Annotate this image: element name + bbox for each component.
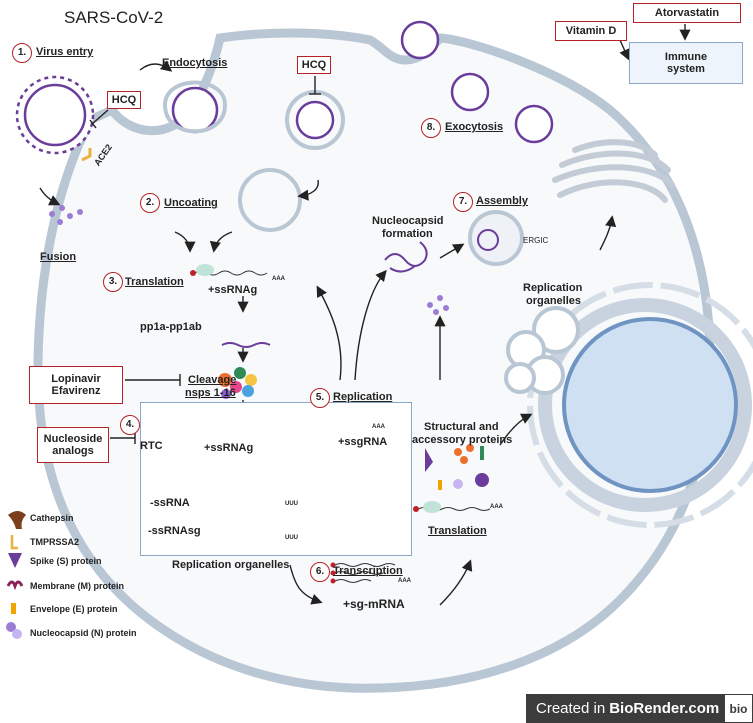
- step-5-badge: 5.: [310, 388, 330, 408]
- ssgrna-label: +ssgRNA: [338, 436, 388, 448]
- ergic-vesicle: [468, 210, 524, 266]
- step-7-label: Assembly: [476, 195, 528, 207]
- legend-membrane-protein: Membrane (M) protein: [30, 581, 125, 591]
- step-4-badge: 4.: [120, 415, 140, 435]
- ergic-label: ERGIC: [523, 236, 549, 245]
- cleaved-nsps-cluster: [218, 367, 257, 399]
- analogs-label: analogs: [52, 445, 94, 457]
- pp1a-label: pp1a-pp1ab: [140, 321, 202, 333]
- biorender-logo-icon: bio: [724, 694, 753, 723]
- structural-proteins: [425, 444, 489, 490]
- legend-nucleocapsid: Nucleocapsid (N) protein: [30, 628, 137, 638]
- biorender-badge[interactable]: Created in BioRender.com bio: [526, 694, 753, 723]
- replication-organelles-label: Replication organelles: [172, 559, 290, 571]
- cleavage-label-2: nsps 1-16: [185, 387, 236, 399]
- rtc-label: RTC: [140, 440, 163, 452]
- step-5-label: Replication: [333, 391, 393, 403]
- cleavage-label-1: Cleavage: [188, 374, 237, 386]
- uuu-label-1: UUU: [285, 501, 298, 507]
- atorvastatin-box: Atorvastatin: [633, 3, 741, 23]
- hcq-box-2: HCQ: [297, 56, 331, 74]
- legend-envelope-protein: Envelope (E) protein: [30, 604, 118, 614]
- immune-label-2: system: [667, 63, 705, 75]
- step-3-badge: 3.: [103, 272, 123, 292]
- aaa-label-4: AAA: [490, 504, 503, 510]
- uuu-label-2: UUU: [285, 535, 298, 541]
- spike-icon: [8, 553, 22, 568]
- nucleocapsid-label-1: Nucleocapsid: [372, 215, 444, 227]
- step-1-badge: 1.: [12, 43, 32, 63]
- translation-label-2: Translation: [428, 525, 487, 537]
- inhibition-lines: [89, 76, 321, 444]
- step-8-label: Exocytosis: [445, 121, 504, 133]
- fusion-label: Fusion: [40, 251, 77, 263]
- replication-organelles-label-2a: Replication: [523, 282, 583, 294]
- replication-organelle-box: [140, 402, 412, 556]
- step-7-badge: 7.: [453, 192, 473, 212]
- step-3-label: Translation: [125, 276, 184, 288]
- step-1-label: Virus entry: [36, 46, 94, 58]
- structural-label-1: Structural and: [424, 421, 499, 433]
- nucleoside-analogs-box: Nucleoside analogs: [37, 427, 109, 463]
- aaa-label-3: AAA: [398, 578, 411, 584]
- ssrnag-label: +ssRNAg: [208, 284, 258, 296]
- envelope-protein-icon: [11, 603, 16, 614]
- endocytosis-label: Endocytosis: [162, 57, 228, 69]
- step-8-badge: 8.: [421, 118, 441, 138]
- lopinavir-label: Lopinavir: [51, 373, 101, 385]
- nucleocapsid-icon: [6, 622, 22, 639]
- virus-particles: [15, 20, 554, 155]
- sgmrna-label: +sg-mRNA: [343, 597, 405, 611]
- replication-organelle-vesicles: [504, 306, 580, 395]
- legend-icons: [6, 511, 26, 639]
- legend-tmprss2: TMPRSSA2: [30, 537, 80, 547]
- diagram-title: SARS-CoV-2: [64, 8, 164, 27]
- tmprss2-icon: [10, 535, 18, 550]
- badge-created-text: Created in: [536, 700, 606, 717]
- ace2-receptor: [81, 148, 92, 162]
- step-2-label: Uncoating: [164, 197, 218, 209]
- minus-ssrnasg-label: -ssRNAsg: [148, 525, 201, 537]
- immune-system-box: Immune system: [629, 42, 743, 84]
- ssrnag2-label: +ssRNAg: [204, 442, 254, 454]
- nucleocapsid-proteins: [49, 205, 449, 315]
- vitamin-d-box: Vitamin D: [555, 21, 627, 41]
- step-2-badge: 2.: [140, 193, 160, 213]
- aaa-label-2: AAA: [372, 424, 385, 430]
- membrane-protein-icon: [6, 580, 24, 591]
- nucleocapsid-label-2: formation: [382, 228, 433, 240]
- immune-label-1: Immune: [664, 51, 708, 63]
- nucleoside-label: Nucleoside: [43, 433, 103, 445]
- minus-ssrna-label: -ssRNA: [150, 497, 190, 509]
- hcq-box-1: HCQ: [107, 91, 141, 109]
- legend-cathepsin: Cathepsin: [30, 513, 74, 523]
- structural-label-2: accessory proteins: [412, 434, 513, 446]
- nucleus: [527, 282, 753, 528]
- nucleocapsid-formation: [384, 241, 428, 273]
- golgi-apparatus: [552, 139, 675, 203]
- cathepsin-icon: [8, 511, 26, 529]
- step-6-badge: 6.: [310, 562, 330, 582]
- aaa-label-1: AAA: [272, 276, 285, 282]
- efavirenz-label: Efavirenz: [51, 385, 101, 397]
- step-6-label: Transcription: [333, 565, 403, 577]
- lopinavir-efavirenz-box: Lopinavir Efavirenz: [29, 366, 123, 404]
- legend-spike: Spike (S) protein: [30, 556, 102, 566]
- badge-brand-text: BioRender.com: [609, 700, 720, 717]
- replication-organelles-label-2b: organelles: [526, 295, 582, 307]
